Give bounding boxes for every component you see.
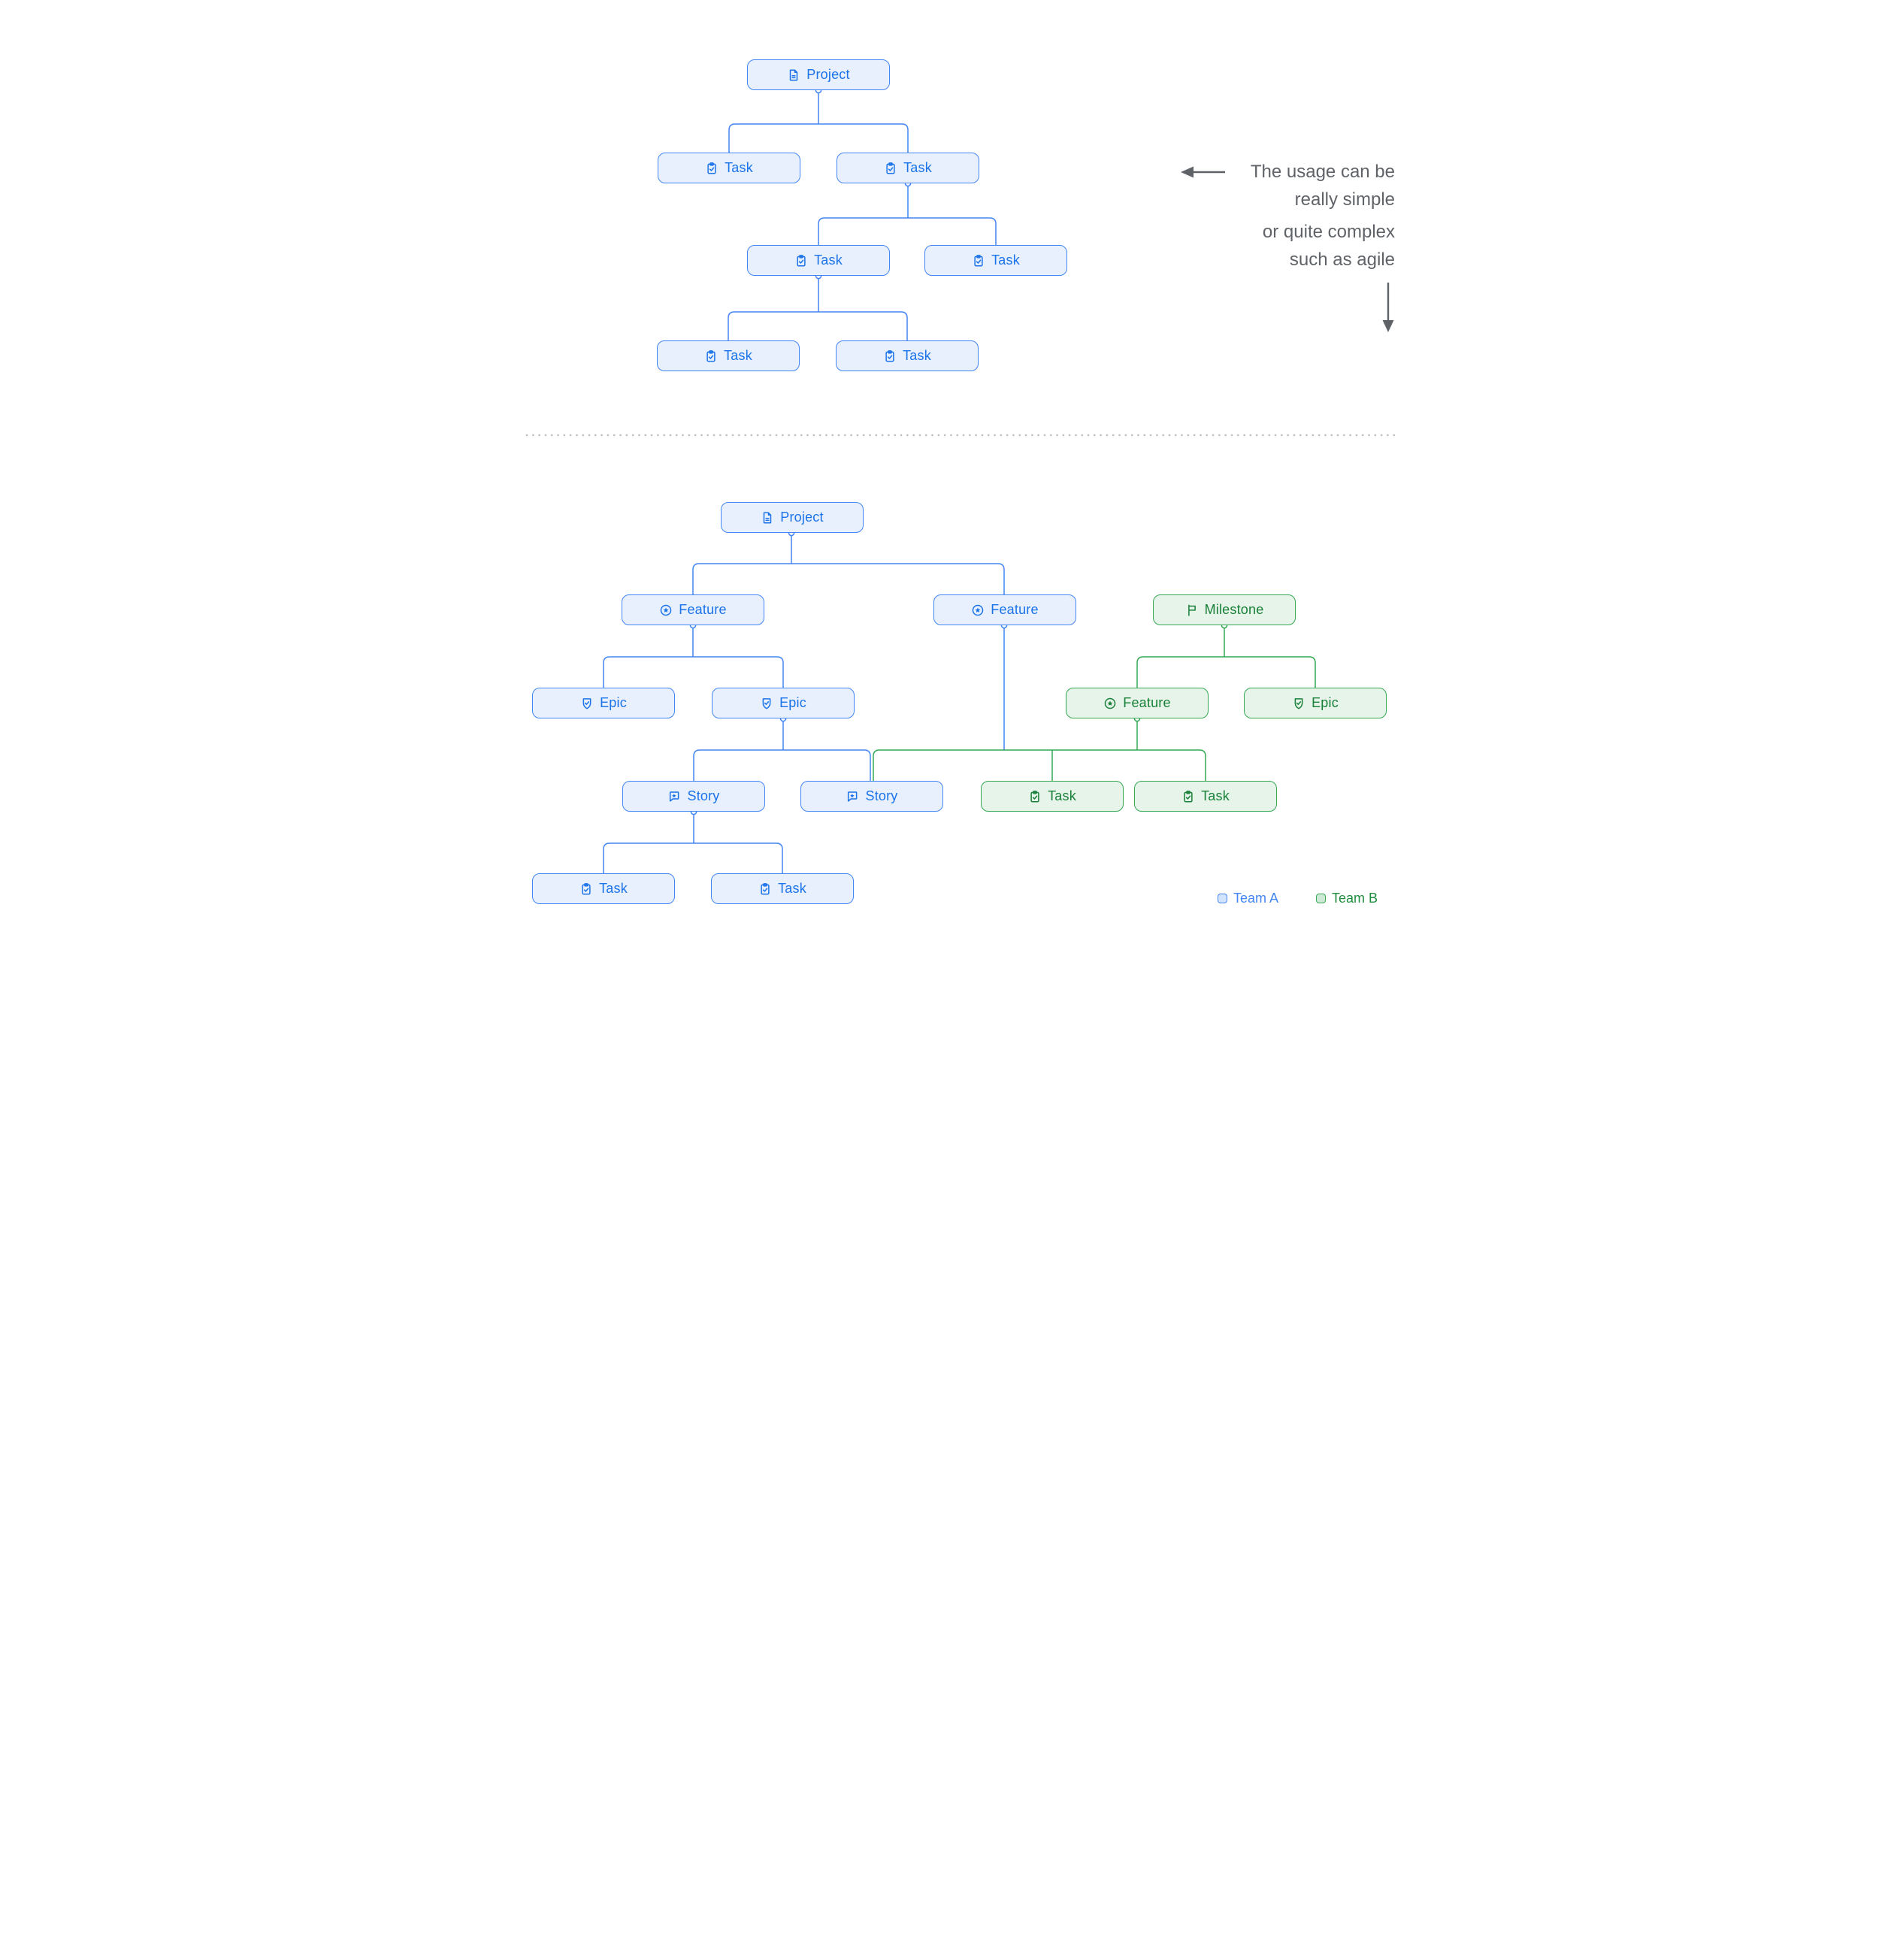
team-b-swatch	[1316, 893, 1326, 903]
annotation-line: The usage can be	[1250, 162, 1395, 182]
task-icon	[884, 162, 897, 175]
feature-icon	[971, 603, 985, 617]
annotation-text: The usage can be really simple or quite …	[1251, 158, 1395, 274]
connector-line	[728, 276, 908, 340]
node-label: Task	[1201, 788, 1230, 803]
node-task-g1: Task	[981, 781, 1124, 812]
connector-line	[693, 718, 871, 781]
node-task-3: Task	[747, 245, 890, 276]
task-icon	[972, 254, 985, 268]
connector-layer	[525, 86, 1402, 873]
task-icon	[758, 882, 772, 896]
node-story-2: Story	[800, 781, 943, 812]
node-label: Task	[599, 881, 628, 896]
left-arrow	[1181, 166, 1225, 178]
node-label: Story	[687, 788, 720, 803]
node-label: Feature	[991, 602, 1039, 617]
task-icon	[704, 349, 718, 363]
node-task-6: Task	[836, 340, 979, 371]
node-label: Task	[724, 348, 752, 363]
annotation-block-1: The usage can be really simple	[1251, 158, 1395, 213]
node-label: Feature	[679, 602, 727, 617]
annotation-line: really simple	[1294, 189, 1395, 210]
node-task-5: Task	[657, 340, 800, 371]
node-label: Milestone	[1204, 602, 1264, 617]
legend-item-team-a: Team A	[1218, 890, 1278, 906]
annotation-line: or quite complex	[1262, 222, 1395, 242]
task-icon	[1028, 790, 1042, 803]
node-label: Story	[865, 788, 898, 803]
node-label: Task	[1048, 788, 1076, 803]
node-epic-3: Epic	[1244, 688, 1387, 718]
annotation-arrows	[1181, 166, 1394, 332]
document-icon	[761, 511, 774, 525]
node-task-7: Task	[532, 873, 675, 904]
node-epic-2: Epic	[712, 688, 855, 718]
node-task-g2: Task	[1134, 781, 1277, 812]
down-arrow	[1382, 283, 1394, 332]
task-icon	[794, 254, 808, 268]
node-label: Feature	[1123, 695, 1171, 710]
node-label: Project	[780, 510, 824, 525]
story-icon	[846, 790, 859, 803]
node-task-2: Task	[837, 153, 979, 183]
legend-label: Team A	[1233, 890, 1279, 906]
node-label: Epic	[1312, 695, 1339, 710]
connector-line	[603, 625, 784, 688]
document-icon	[787, 68, 800, 82]
connector-line	[818, 183, 997, 245]
node-label: Epic	[779, 695, 806, 710]
feature-icon	[1103, 697, 1117, 710]
task-icon	[705, 162, 719, 175]
node-project-1: Project	[747, 59, 890, 90]
annotation-line: such as agile	[1289, 250, 1395, 270]
node-label: Epic	[600, 695, 627, 710]
legend-label: Team B	[1332, 890, 1378, 906]
node-label: Task	[778, 881, 806, 896]
node-label: Task	[814, 253, 843, 268]
story-icon	[667, 790, 681, 803]
node-feature-1: Feature	[622, 594, 764, 625]
task-icon	[883, 349, 897, 363]
epic-icon	[580, 697, 594, 710]
milestone-icon	[1185, 603, 1199, 617]
node-task-4: Task	[924, 245, 1067, 276]
connector-line	[692, 533, 1005, 594]
node-story-1: Story	[622, 781, 765, 812]
node-label: Project	[806, 67, 850, 82]
connector-line	[873, 718, 1206, 781]
connector-line	[603, 812, 783, 873]
connector-line	[1136, 625, 1316, 688]
node-label: Task	[725, 160, 753, 175]
node-milestone-1: Milestone	[1153, 594, 1296, 625]
node-feature-3: Feature	[1066, 688, 1209, 718]
annotation-block-2: or quite complex such as agile	[1251, 218, 1395, 274]
connector-line	[728, 90, 909, 153]
task-icon	[1181, 790, 1195, 803]
node-epic-1: Epic	[532, 688, 675, 718]
feature-icon	[659, 603, 673, 617]
epic-icon	[1292, 697, 1305, 710]
node-label: Task	[903, 348, 931, 363]
legend-item-team-b: Team B	[1316, 890, 1378, 906]
node-label: Task	[903, 160, 932, 175]
team-a-swatch	[1218, 893, 1227, 903]
task-icon	[579, 882, 593, 896]
epic-icon	[760, 697, 773, 710]
node-feature-2: Feature	[933, 594, 1076, 625]
node-task-1: Task	[658, 153, 800, 183]
node-project-2: Project	[721, 502, 864, 533]
node-label: Task	[991, 253, 1020, 268]
node-task-8: Task	[711, 873, 854, 904]
